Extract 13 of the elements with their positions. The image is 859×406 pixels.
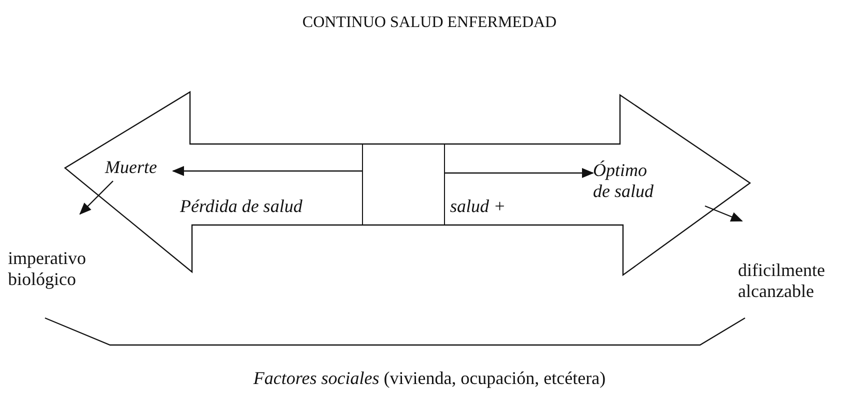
diagram-title: CONTINUO SALUD ENFERMEDAD	[301, 13, 558, 33]
footnote-text: Factores sociales (vivienda, ocupación, etcétera)	[252, 368, 607, 389]
region-label: Pérdida de salud	[180, 196, 302, 217]
arrow	[172, 166, 362, 176]
arrow	[79, 180, 114, 215]
arrow	[704, 205, 743, 222]
node-label: imperativo biológico	[8, 214, 118, 290]
node-label: dificilmente alcanzable	[738, 221, 853, 302]
node-label: Óptimo de salud	[593, 160, 663, 204]
arrow	[445, 168, 594, 178]
node-label: Muerte	[105, 157, 173, 179]
center-box	[362, 144, 445, 225]
region-label: salud +	[450, 196, 506, 217]
